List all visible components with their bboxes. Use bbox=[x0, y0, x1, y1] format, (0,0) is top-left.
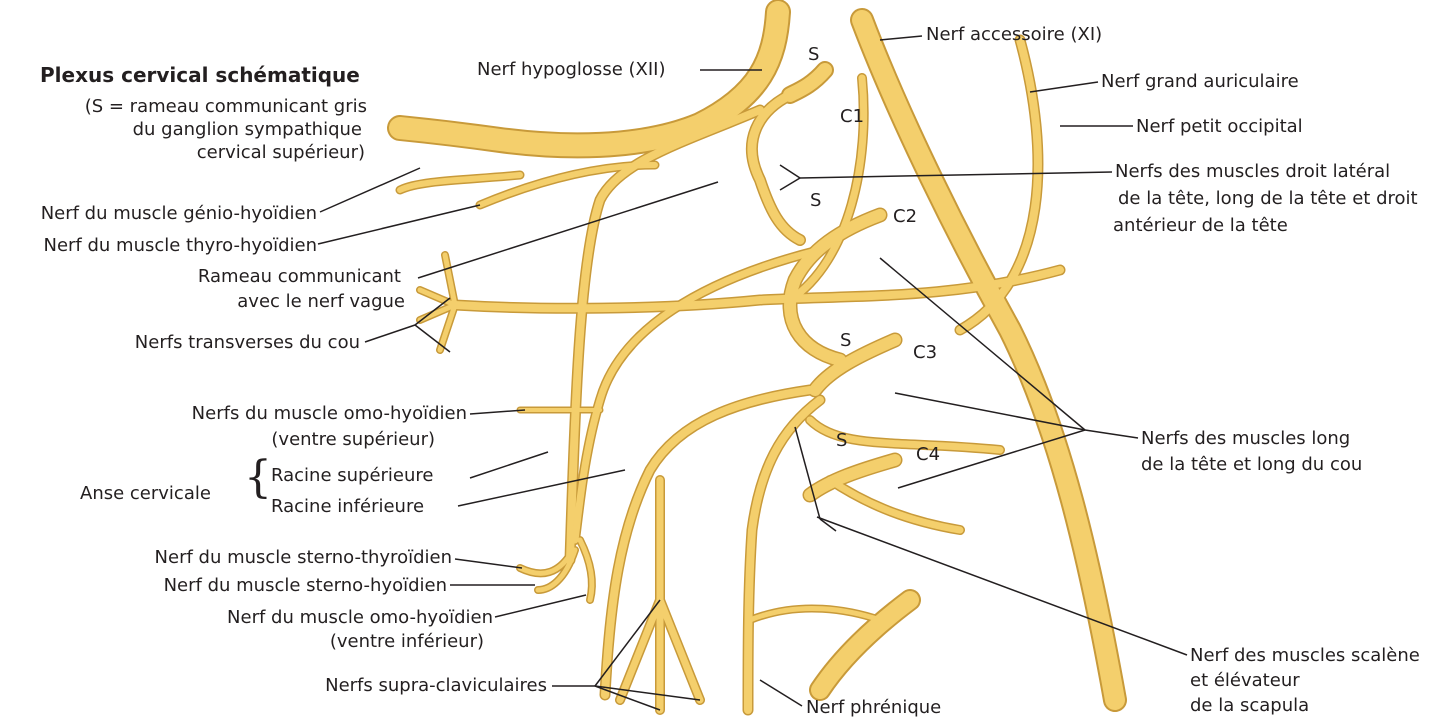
label-scalene-line-1: Nerf des muscles scalène bbox=[1190, 645, 1420, 667]
label-omo-sup-line-2: (ventre supérieur) bbox=[271, 429, 435, 451]
label-anse-cervicale: Anse cervicale bbox=[80, 483, 211, 505]
root-s-c1: S bbox=[808, 44, 819, 66]
label-scalene-line-3: de la scapula bbox=[1190, 695, 1309, 717]
root-c3: C3 bbox=[913, 342, 937, 364]
label-long-tete-line-2: de la tête et long du cou bbox=[1141, 454, 1362, 476]
label-nerf-accessoire: Nerf accessoire (XI) bbox=[926, 24, 1102, 46]
label-droit-lateral-line-3: antérieur de la tête bbox=[1113, 215, 1288, 237]
label-nerfs-transverses: Nerfs transverses du cou bbox=[135, 332, 360, 354]
label-sterno-hyoidien: Nerf du muscle sterno-hyoïdien bbox=[164, 575, 447, 597]
label-rameau-vague-line-1: Rameau communicant bbox=[198, 266, 401, 288]
label-racine-inferieure: Racine inférieure bbox=[271, 496, 424, 518]
label-long-tete-line-1: Nerfs des muscles long bbox=[1141, 428, 1350, 450]
label-grand-auriculaire: Nerf grand auriculaire bbox=[1101, 71, 1299, 93]
anse-brace: { bbox=[244, 456, 272, 500]
subtitle-line-1: (S = rameau communicant gris bbox=[85, 96, 367, 118]
label-droit-lateral-line-2: de la tête, long de la tête et droit bbox=[1118, 188, 1418, 210]
label-genio-hyoidien: Nerf du muscle génio-hyoïdien bbox=[41, 203, 317, 225]
root-s-c4: S bbox=[836, 430, 847, 452]
root-s-c3: S bbox=[840, 330, 851, 352]
diagram-title: Plexus cervical schématique bbox=[40, 64, 360, 86]
label-omo-sup-line-1: Nerfs du muscle omo-hyoïdien bbox=[192, 403, 467, 425]
root-s-c2: S bbox=[810, 190, 821, 212]
subtitle-line-3: cervical supérieur) bbox=[197, 142, 365, 164]
label-nerf-phrenique: Nerf phrénique bbox=[806, 697, 941, 719]
label-sterno-thyroidien: Nerf du muscle sterno-thyroïdien bbox=[155, 547, 452, 569]
label-omo-inf-line-2: (ventre inférieur) bbox=[330, 631, 484, 653]
root-c2: C2 bbox=[893, 206, 917, 228]
root-c1: C1 bbox=[840, 106, 864, 128]
label-scalene-line-2: et élévateur bbox=[1190, 670, 1300, 692]
label-supra-claviculaires: Nerfs supra-claviculaires bbox=[325, 675, 547, 697]
label-nerf-hypoglosse: Nerf hypoglosse (XII) bbox=[477, 59, 665, 81]
label-droit-lateral-line-1: Nerfs des muscles droit latéral bbox=[1115, 161, 1390, 183]
nerve-fills bbox=[400, 12, 1115, 710]
label-thyro-hyoidien: Nerf du muscle thyro-hyoïdien bbox=[43, 235, 317, 257]
label-omo-inf-line-1: Nerf du muscle omo-hyoïdien bbox=[227, 607, 493, 629]
root-c4: C4 bbox=[916, 444, 940, 466]
label-petit-occipital: Nerf petit occipital bbox=[1136, 116, 1303, 138]
label-racine-superieure: Racine supérieure bbox=[271, 465, 434, 487]
subtitle-line-2: du ganglion sympathique bbox=[133, 119, 362, 141]
label-rameau-vague-line-2: avec le nerf vague bbox=[237, 291, 405, 313]
